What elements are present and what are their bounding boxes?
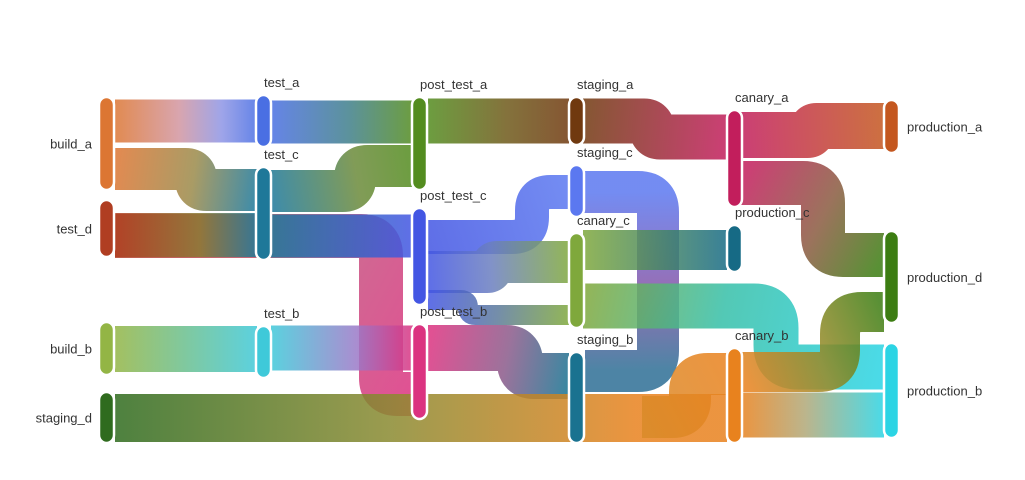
link-canary_a-to-production_d	[741, 161, 884, 277]
node-label-staging_a: staging_a	[577, 77, 634, 92]
link-post_test_b-to-staging_b	[428, 325, 569, 399]
node-production_b[interactable]	[882, 341, 901, 440]
node-label-test_d: test_d	[57, 222, 92, 237]
node-label-canary_a: canary_a	[735, 90, 789, 105]
node-canary_a[interactable]	[725, 108, 744, 209]
link-staging_a-to-canary_a	[583, 98, 727, 160]
link-canary_a-to-production_a	[741, 103, 884, 158]
link-post_test_c-to-canary_c	[428, 290, 569, 325]
node-label-build_b: build_b	[50, 342, 92, 357]
link-post_test_c-to-staging_c	[428, 175, 569, 254]
link-build_a-to-test_c	[115, 148, 257, 211]
node-canary_c[interactable]	[567, 231, 586, 330]
node-test_c[interactable]	[254, 165, 273, 262]
node-post_test_c[interactable]	[410, 206, 429, 307]
node-label-build_a: build_a	[50, 137, 93, 152]
node-staging_d[interactable]	[97, 390, 116, 445]
node-label-test_a: test_a	[264, 75, 300, 90]
node-build_b[interactable]	[97, 320, 116, 377]
node-staging_a[interactable]	[567, 95, 586, 147]
node-label-staging_c: staging_c	[577, 145, 633, 160]
node-label-canary_b: canary_b	[735, 328, 788, 343]
node-label-staging_d: staging_d	[36, 411, 92, 426]
links-layer	[115, 98, 884, 442]
node-label-production_c: production_c	[735, 205, 810, 220]
node-label-post_test_c: post_test_c	[420, 188, 487, 203]
link-canary_b-to-production_d	[741, 292, 884, 392]
link-staging_d-to-canary_b	[642, 353, 727, 438]
link-staging_c-to-staging_b	[583, 171, 679, 392]
node-label-production_a: production_a	[907, 120, 983, 135]
node-production_c[interactable]	[725, 223, 744, 274]
node-test_b[interactable]	[254, 324, 273, 380]
node-test_d[interactable]	[97, 198, 116, 259]
node-test_a[interactable]	[254, 93, 273, 149]
node-canary_b[interactable]	[725, 346, 744, 445]
link-test_c-to-post_test_a	[271, 145, 413, 212]
node-label-production_d: production_d	[907, 270, 982, 285]
node-post_test_a[interactable]	[410, 95, 429, 192]
node-label-canary_c: canary_c	[577, 213, 630, 228]
node-label-staging_b: staging_b	[577, 332, 633, 347]
node-label-test_c: test_c	[264, 147, 299, 162]
node-production_a[interactable]	[882, 98, 901, 155]
node-label-post_test_b: post_test_b	[420, 304, 487, 319]
node-staging_b[interactable]	[567, 350, 586, 445]
node-build_a[interactable]	[97, 95, 116, 192]
nodes-layer	[97, 93, 901, 445]
labels-layer: build_a test_d build_b staging_d test_a test_…	[36, 75, 983, 426]
node-label-test_b: test_b	[264, 306, 299, 321]
node-label-post_test_a: post_test_a	[420, 77, 488, 92]
node-staging_c[interactable]	[567, 163, 586, 219]
link-post_test_c-to-canary_c	[428, 241, 569, 293]
node-label-production_b: production_b	[907, 384, 982, 399]
node-post_test_b[interactable]	[410, 322, 429, 421]
node-production_d[interactable]	[882, 229, 901, 325]
